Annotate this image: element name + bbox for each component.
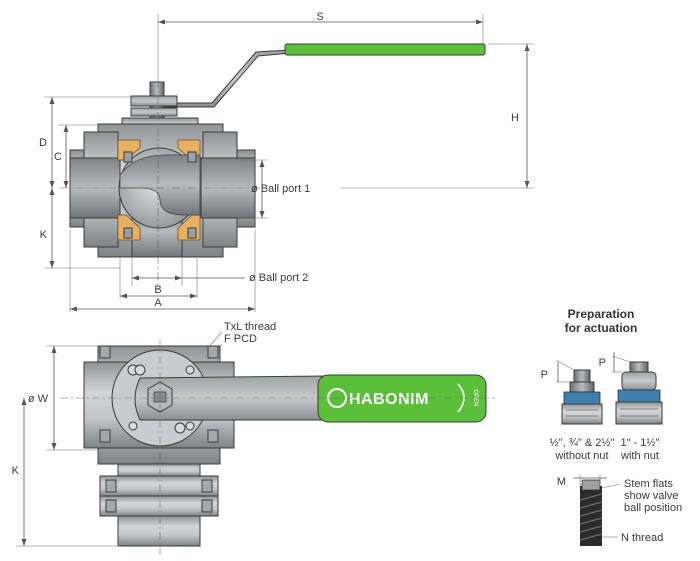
- stem-nut-upper: [130, 95, 178, 107]
- open-mark-label: OPEN: [472, 389, 478, 406]
- ball-port: [119, 154, 201, 216]
- bottom-flange: [99, 475, 219, 497]
- dimension-k-front-label: K: [40, 229, 48, 241]
- dimension-b-label: B: [154, 284, 161, 296]
- lever-grip: [284, 43, 486, 56]
- brand-label: HABONIM: [349, 391, 429, 408]
- stem-flats-line2: show valve: [624, 490, 678, 502]
- stem-flats-detail: [579, 479, 603, 546]
- bottom-end: [117, 515, 201, 547]
- ball-port-1-label: ø Ball port 1: [251, 183, 310, 195]
- stem-with-nut: [615, 361, 663, 425]
- dimension-h-label: H: [511, 112, 519, 124]
- front-section-view: S H: [39, 11, 534, 312]
- preparation-title-line2: for actuation: [565, 321, 638, 335]
- ball-port-2-label: ø Ball port 2: [249, 272, 308, 284]
- dimension-w-label: ø W: [28, 393, 49, 405]
- dimension-a-label: A: [154, 297, 162, 309]
- dimension-c-label: C: [54, 151, 62, 163]
- stem-nut-lower: [130, 107, 178, 117]
- m-label: M: [557, 476, 566, 488]
- n-thread-label: N thread: [621, 532, 663, 544]
- dimension-k-top-label: K: [12, 465, 20, 477]
- right-caption-line2: with nut: [620, 450, 659, 462]
- p-right-label: P: [599, 357, 606, 369]
- top-view: TxL thread F PCD HABONIM OPEN: [12, 321, 495, 555]
- stem-flats-line1: Stem flats: [624, 478, 673, 490]
- txl-thread-label: TxL thread: [224, 321, 276, 333]
- habonim-handle-grip: [317, 374, 487, 423]
- p-left-label: P: [541, 369, 548, 381]
- dimension-s-label: S: [316, 11, 323, 23]
- lever-top: [134, 375, 326, 421]
- left-caption-line2: without nut: [554, 450, 608, 462]
- preparation-panel: Preparation for actuation P P ½", ¾" & 2…: [541, 307, 682, 546]
- lever-arm: [164, 49, 291, 108]
- dimension-d-label: D: [39, 137, 47, 149]
- preparation-title-line1: Preparation: [568, 307, 635, 321]
- stem-without-nut: [561, 369, 603, 425]
- stem-flats-line3: ball position: [624, 502, 682, 514]
- right-caption-line1: 1" - 1½": [621, 437, 660, 449]
- f-pcd-label: F PCD: [224, 333, 257, 345]
- left-caption-line1: ½", ¾" & 2½": [550, 437, 615, 449]
